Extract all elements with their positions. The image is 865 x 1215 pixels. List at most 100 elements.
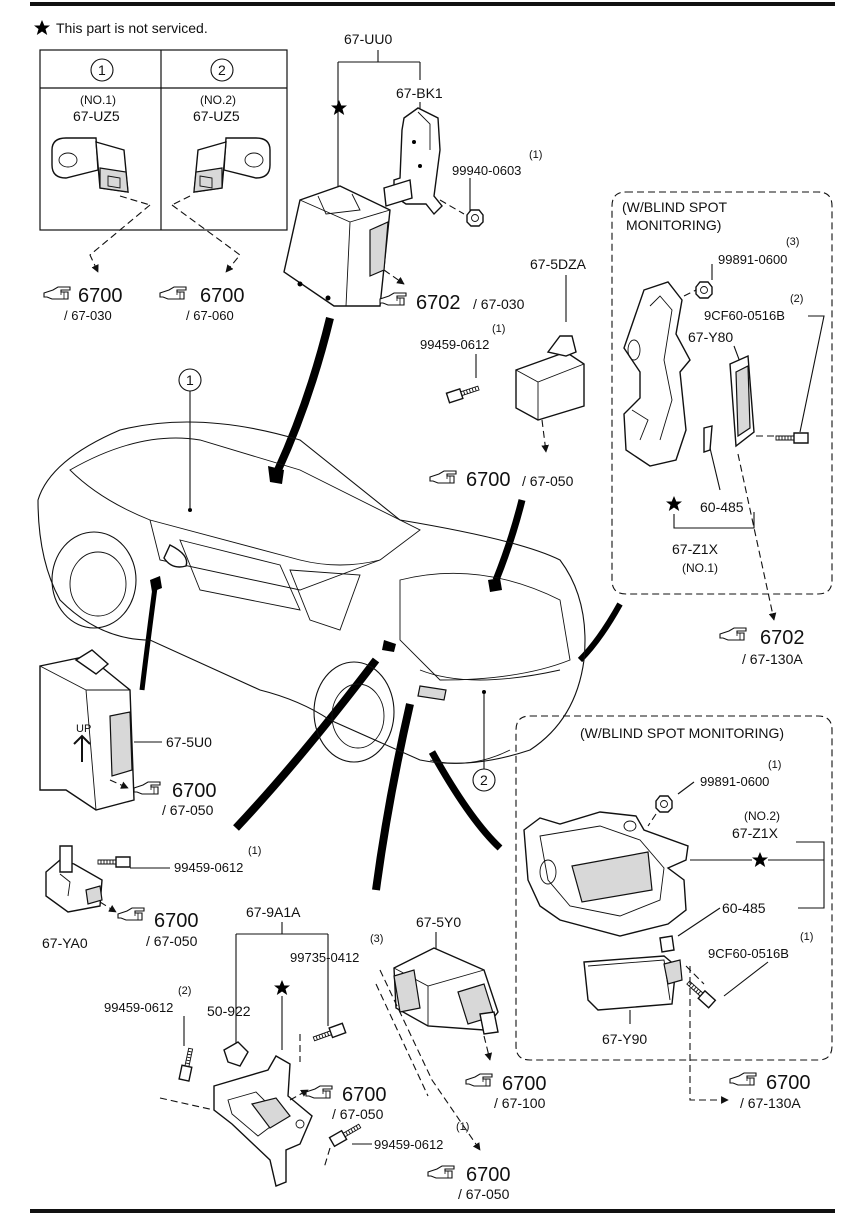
part-67-Y90: 67-Y90 [602, 1031, 647, 1047]
qty-99459-c: (2) [178, 985, 191, 997]
bracket-67-Z1X-drawing [523, 811, 689, 937]
qty-99891-b: (1) [768, 759, 781, 771]
bsm-top-box [611, 191, 833, 595]
part-67-5Y0: 67-5Y0 [416, 914, 461, 930]
inset-table: 1 2 (NO.1) 67-UZ5 (NO.2) 67-UZ5 [39, 49, 288, 231]
pointer-line [139, 579, 159, 691]
ref6-num: 6700 [172, 780, 217, 802]
radar-67-Y90-drawing [583, 955, 683, 1011]
part-67-5DZA: 67-5DZA [530, 256, 587, 272]
ref7-num: 6700 [154, 910, 199, 932]
part-no2-label: (NO.2) [744, 809, 780, 823]
ref5-num: 6702 [760, 627, 805, 649]
qty-99891-a: (3) [786, 236, 799, 248]
bolt-icon [178, 1046, 197, 1082]
ref9-sub: / 67-100 [494, 1095, 546, 1111]
clip-50-922-drawing [223, 1041, 249, 1067]
pointing-hand-icon [159, 286, 187, 300]
ref5-sub: / 67-130A [742, 651, 803, 667]
part-99891-0600-a: 99891-0600 [718, 252, 787, 267]
qty-9cf60-b: (1) [800, 931, 813, 943]
callout-1-label: 1 [186, 372, 194, 388]
pointing-hand-icon [729, 1072, 757, 1086]
ref2-sub: / 67-060 [186, 308, 234, 323]
star-icon [666, 496, 682, 511]
pointer-line [372, 703, 414, 891]
bracket-67-Y80-drawing [623, 281, 691, 467]
part-9CF60-0516B-b: 9CF60-0516B [708, 946, 789, 961]
nut-icon [695, 281, 713, 299]
bolt-icon [311, 1022, 347, 1045]
table-col2-circle [210, 58, 234, 82]
module-67-UU0-drawing [283, 185, 391, 307]
ref9-num: 6700 [502, 1073, 547, 1095]
bolt-icon [775, 432, 809, 444]
ref4-num: 6700 [466, 469, 511, 491]
part-99459-0612-a: 99459-0612 [420, 337, 489, 352]
bracket-67-BK1-drawing [383, 107, 443, 216]
part-99735-0412: 99735-0412 [290, 950, 359, 965]
table-col1-part: 67-UZ5 [73, 108, 120, 124]
bracket-67-9A1A-drawing [213, 1055, 313, 1187]
radar-67-Y80-drawing [729, 354, 755, 448]
impact-sensor-2-drawing [193, 137, 271, 193]
part-67-UU0: 67-UU0 [344, 31, 392, 47]
star-icon [752, 852, 768, 867]
bsm-bottom-title: (W/BLIND SPOT MONITORING) [580, 725, 784, 741]
pointing-hand-icon [465, 1073, 493, 1087]
ref3-sub: / 67-030 [473, 296, 525, 312]
bsm-bottom-box [515, 715, 833, 1061]
ref6-sub: / 67-050 [162, 802, 214, 818]
pointer-line [428, 750, 503, 851]
up-arrow-icon [73, 734, 91, 762]
qty-99940: (1) [529, 149, 542, 161]
bolt-icon [328, 1120, 363, 1148]
part-99891-0600-b: 99891-0600 [700, 774, 769, 789]
table-col2-part: 67-UZ5 [193, 108, 240, 124]
part-67-Z1X-b: 67-Z1X [732, 825, 779, 841]
pointing-hand-icon [43, 286, 71, 300]
part-99459-0612-c: 99459-0612 [104, 1000, 173, 1015]
ref1-sub: / 67-030 [64, 308, 112, 323]
ref4-sub: / 67-050 [522, 473, 574, 489]
part-67-Y80: 67-Y80 [688, 329, 733, 345]
pointer-line [492, 499, 526, 582]
ref2-num: 6700 [200, 285, 245, 307]
part-99459-0612-d: 99459-0612 [374, 1137, 443, 1152]
nut-icon [466, 209, 484, 227]
part-60-485-a: 60-485 [700, 499, 744, 515]
nut-icon [655, 795, 673, 813]
module-67-5Y0-drawing [393, 947, 499, 1035]
ref8-sub: / 67-050 [332, 1106, 384, 1122]
module-67-5U0-drawing: UP [39, 649, 135, 811]
pointer-line [577, 602, 623, 663]
sensor-67-YA0-drawing [45, 845, 103, 913]
part-99940-0603: 99940-0603 [452, 163, 521, 178]
table-col1-num: 1 [98, 62, 106, 78]
qty-99459-b: (1) [248, 845, 261, 857]
pointing-hand-icon [379, 292, 407, 306]
bsm-top-title-line1: (W/BLIND SPOT [622, 199, 727, 215]
pointing-hand-icon [117, 907, 145, 921]
ref10-num: 6700 [466, 1164, 511, 1186]
module-67-5DZA-drawing [515, 335, 585, 421]
star-icon [34, 20, 50, 35]
qty-99459-d: (1) [456, 1121, 469, 1133]
up-text: UP [76, 723, 91, 735]
part-60-485-b: 60-485 [722, 900, 766, 916]
ref11-sub: / 67-130A [740, 1095, 801, 1111]
ref7-sub: / 67-050 [146, 933, 198, 949]
qty-99459-a: (1) [492, 323, 505, 335]
part-67-Z1X-a: 67-Z1X [672, 541, 719, 557]
table-col1-circle [90, 58, 114, 82]
vehicle-drawing [37, 421, 586, 764]
part-67-5U0: 67-5U0 [166, 734, 212, 750]
part-9CF60-0516B-a: 9CF60-0516B [704, 308, 785, 323]
pointer-line [274, 317, 334, 472]
star-icon [331, 100, 347, 115]
table-col1-sub: (NO.1) [80, 93, 116, 107]
impact-sensor-1-drawing [51, 137, 129, 193]
part-50-922: 50-922 [207, 1003, 251, 1019]
bolt-icon [445, 382, 481, 404]
